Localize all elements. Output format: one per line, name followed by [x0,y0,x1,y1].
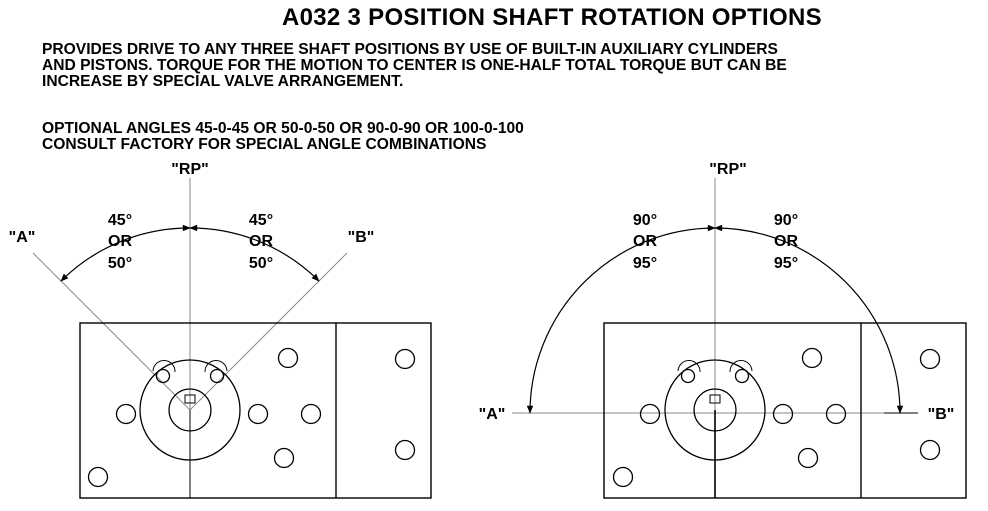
angle-value: 50° [108,255,132,272]
bolt-hole [612,466,634,488]
shaft-outer [139,359,241,461]
angle-notes: OPTIONAL ANGLES 45-0-45 OR 50-0-50 OR 90… [42,121,524,153]
right-diagram: "RP" "A" "B" 90° OR 95° 90° OR 95° [479,161,967,499]
left-angle-arc [526,224,716,414]
piston-cover [729,360,753,373]
shaft-bore [693,388,737,432]
bolt-hole [919,439,941,461]
angle-value: 95° [774,255,798,272]
aux-piston [734,368,750,384]
base-plate [79,322,432,499]
aux-piston [155,368,171,384]
bolt-hole [394,348,416,370]
bolt-hole [801,347,823,369]
b-reference-line [189,252,348,411]
keyway [709,394,721,404]
label-rp: "RP" [709,161,746,178]
keyway [184,394,196,404]
bolt-hole [772,403,794,425]
bolt-hole [394,439,416,461]
bolt-hole [87,466,109,488]
angle-value: 45° [108,212,132,229]
angle-value: 50° [249,255,273,272]
label-b: "B" [928,406,955,423]
bolt-hole [797,447,819,469]
angle-value: 95° [633,255,657,272]
angle-or: OR [633,233,657,250]
left-angle-arc [60,224,191,282]
bolt-hole [639,403,661,425]
a-reference-line [32,252,191,411]
angle-or: OR [249,233,273,250]
piston-cover [677,360,701,373]
angle-value: 90° [633,212,657,229]
shaft-bore [168,388,212,432]
label-a: "A" [9,229,36,246]
aux-piston [680,368,696,384]
shaft-outer [664,359,766,461]
description: PROVIDES DRIVE TO ANY THREE SHAFT POSITI… [42,42,787,90]
bolt-hole [273,447,295,469]
bolt-hole [919,348,941,370]
label-b: "B" [348,229,375,246]
description-line: PROVIDES DRIVE TO ANY THREE SHAFT POSITI… [42,41,778,58]
description-line: AND PISTONS. TORQUE FOR THE MOTION TO CE… [42,57,787,74]
angle-value: 45° [249,212,273,229]
angle-or: OR [108,233,132,250]
note-line: OPTIONAL ANGLES 45-0-45 OR 50-0-50 OR 90… [42,120,524,137]
angle-or: OR [774,233,798,250]
right-angle-arc [714,224,904,414]
bolt-hole [247,403,269,425]
right-angle-arc [189,224,320,282]
bolt-hole [300,403,322,425]
piston-cover [152,360,176,373]
angle-value: 90° [774,212,798,229]
aux-piston [209,368,225,384]
description-line: INCREASE BY SPECIAL VALVE ARRANGEMENT. [42,73,404,90]
label-a: "A" [479,406,506,423]
bolt-hole [115,403,137,425]
left-diagram: "RP" "A" "B" 45° OR 50° 45° OR 50° [9,161,432,499]
note-line: CONSULT FACTORY FOR SPECIAL ANGLE COMBIN… [42,136,487,153]
piston-cover [204,360,228,373]
base-plate [603,322,967,499]
bolt-hole [277,347,299,369]
drawing-title: A032 3 POSITION SHAFT ROTATION OPTIONS [282,4,822,31]
bolt-hole [825,403,847,425]
label-rp: "RP" [171,161,208,178]
